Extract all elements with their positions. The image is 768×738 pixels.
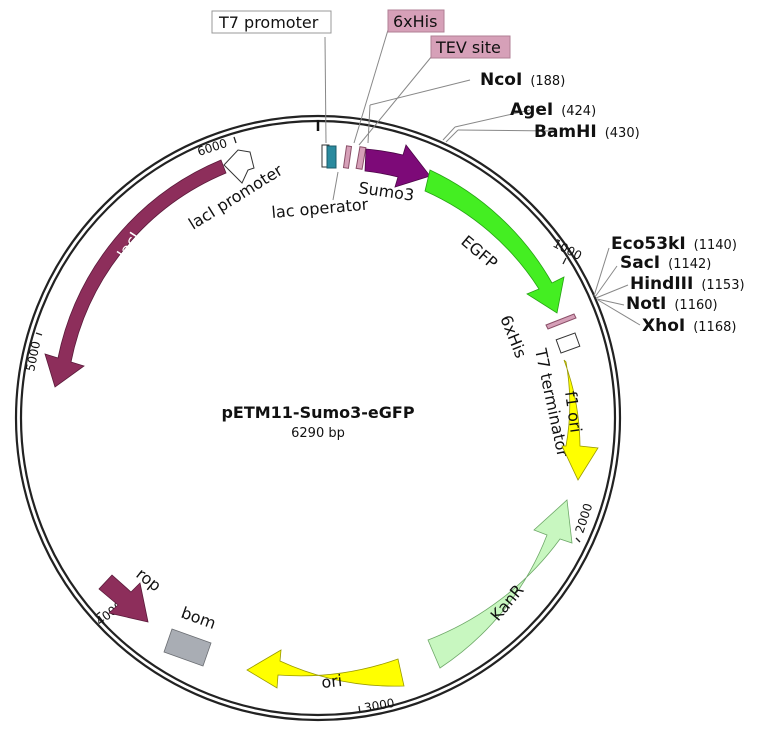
lac-operator-label: lac operator: [271, 195, 370, 222]
kanr-label: KanR: [487, 581, 528, 625]
tick-mark-5000: [35, 332, 43, 336]
tick-label-2000: 2000: [573, 502, 596, 535]
backbone-outer-ring: [14, 114, 622, 722]
tick-label-3000: 3000: [363, 696, 396, 715]
enzyme-agei[interactable]: AgeI(424): [510, 100, 596, 120]
lac-operator-leader: [332, 171, 339, 201]
t7-promoter-label-box: [211, 10, 332, 34]
t7-promoter-leader: [324, 36, 327, 144]
rop-arrow[interactable]: [98, 574, 149, 623]
tick-mark-6000: [233, 136, 237, 144]
enzyme-noti[interactable]: NotI(1160): [626, 294, 718, 314]
eco53ki-leader: [593, 247, 610, 297]
tick-label-1000: 1000: [551, 236, 585, 263]
ncoi-leader: [369, 79, 471, 106]
ori-arrow[interactable]: [246, 649, 405, 689]
his-tag-bottom-feature[interactable]: [545, 313, 577, 330]
noti-leader: [596, 298, 625, 306]
enzyme-saci[interactable]: SacI(1142): [620, 253, 711, 273]
hindiii-leader: [595, 284, 629, 299]
plasmid-size: 6290 bp: [291, 426, 345, 441]
tick-mark-1000: [562, 257, 567, 265]
his-top-label: 6xHis: [393, 12, 437, 31]
tick-mark-2000: [575, 537, 581, 543]
t7-promoter-label: T7 promoter: [218, 13, 319, 32]
his-tag-top-feature[interactable]: [342, 145, 353, 169]
saci-leader: [594, 265, 618, 298]
enzyme-ncoi[interactable]: NcoI(188): [480, 70, 565, 90]
tev-leader: [358, 55, 433, 146]
enzyme-hindiii[interactable]: HindIII(1153): [630, 274, 745, 294]
his-top-label-box: [387, 9, 445, 33]
laci-promoter-arrow[interactable]: [223, 149, 255, 184]
his-tag-bottom-label: 6xHis: [496, 312, 530, 360]
bom-box[interactable]: [163, 628, 212, 667]
his-top-leader: [353, 29, 389, 144]
egfp-arrow[interactable]: [424, 169, 565, 314]
lac-operator-feature[interactable]: [326, 145, 337, 169]
f1-ori-arrow[interactable]: [561, 359, 599, 481]
plasmid-name: pETM11-Sumo3-eGFP: [221, 403, 414, 422]
enzyme-eco53ki[interactable]: Eco53kI(1140): [611, 234, 737, 254]
tev-site-feature[interactable]: [355, 146, 367, 170]
enzyme-xhoi[interactable]: XhoI(1168): [642, 316, 736, 336]
sumo3-arrow[interactable]: [364, 144, 431, 188]
enzyme-bamhi[interactable]: BamHI(430): [534, 122, 640, 142]
t7-terminator-feature[interactable]: [555, 332, 581, 354]
tick-mark-4000: [94, 611, 101, 617]
tick-mark-3000: [358, 705, 361, 714]
kanr-arrow[interactable]: [427, 499, 573, 669]
egfp-label: EGFP: [457, 232, 501, 273]
bamhi-leader: [457, 129, 556, 132]
xhoi-leader: [597, 299, 641, 326]
bamhi-leader-2: [445, 129, 459, 143]
laci-arrow[interactable]: [44, 159, 227, 388]
agei-leader: [454, 109, 531, 128]
tick-label-5000: 5000: [23, 340, 43, 373]
ncoi-leader-2: [367, 104, 371, 144]
ori-label: ori: [320, 671, 343, 692]
tev-label-box: [430, 35, 511, 59]
agei-leader-2: [442, 126, 456, 141]
bom-label: bom: [179, 603, 219, 633]
tev-label: TEV site: [435, 38, 501, 57]
